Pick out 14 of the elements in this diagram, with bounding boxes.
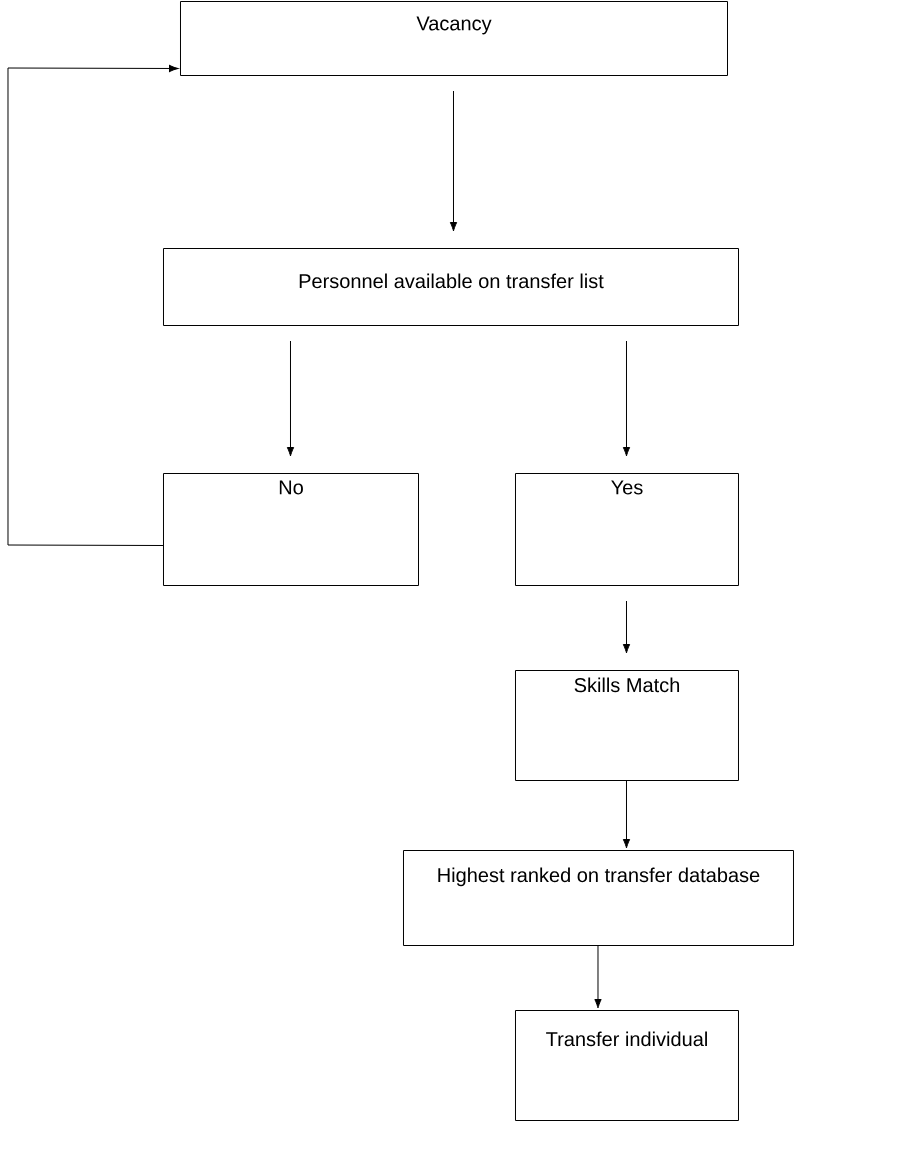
- process-box: Highest ranked on transfer database: [403, 850, 794, 946]
- arrow: [622, 340, 631, 457]
- process-box: Yes: [515, 473, 739, 586]
- process-box: Vacancy: [180, 1, 728, 76]
- arrow: [7, 64, 179, 546]
- process-box: Skills Match: [515, 670, 739, 781]
- arrow: [622, 600, 631, 654]
- process-box: No: [163, 473, 419, 586]
- process-box: Transfer individual: [515, 1010, 739, 1121]
- arrow: [594, 945, 602, 1009]
- arrow: [622, 780, 631, 849]
- arrow: [286, 340, 295, 457]
- arrow: [449, 90, 458, 232]
- process-box: Personnel available on transfer list: [163, 248, 739, 326]
